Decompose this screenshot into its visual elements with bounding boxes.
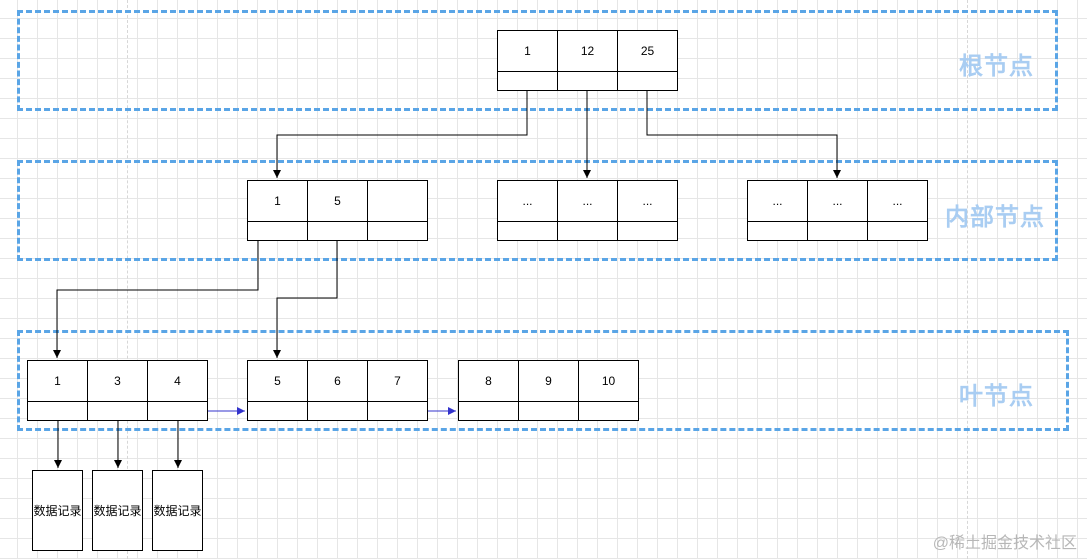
key-cell: 10 [601, 374, 616, 388]
pointer-cell [498, 221, 558, 240]
pointer-cell [748, 221, 808, 240]
pointer-cell [558, 71, 618, 90]
pointer-cell [148, 401, 207, 420]
key-cell: ... [498, 181, 558, 221]
pointer-cell [618, 71, 677, 90]
key-cell: ... [642, 194, 653, 208]
key-cell: 4 [174, 374, 181, 388]
leaf-node-2[interactable]: 5 6 7 [247, 360, 428, 421]
leaf-level-label: 叶节点 [959, 382, 1034, 410]
leaf-node-3[interactable]: 8 9 10 [458, 360, 639, 421]
pointer-cell [308, 221, 368, 240]
key-cell: 5 [248, 361, 308, 401]
key-cell: 12 [558, 31, 618, 71]
data-record-1[interactable]: 数据记录 [32, 470, 83, 551]
pointer-cell [618, 221, 677, 240]
internal-node-2[interactable]: ... ... ... [497, 180, 678, 241]
pointer-cell [308, 401, 368, 420]
watermark: @稀土掘金技术社区 [932, 535, 1077, 552]
root-node[interactable]: 1 12 25 [497, 30, 678, 91]
key-cell: ... [558, 181, 618, 221]
pointer-cell [368, 401, 427, 420]
internal-level-label: 内部节点 [945, 203, 1045, 231]
key-cell: 1 [28, 361, 88, 401]
pointer-cell [498, 71, 558, 90]
key-cell: 3 [88, 361, 148, 401]
internal-level-group [17, 160, 1058, 261]
key-cell: 9 [519, 361, 579, 401]
pointer-cell [808, 221, 868, 240]
pointer-cell [519, 401, 579, 420]
data-record-3[interactable]: 数据记录 [152, 470, 203, 551]
leaf-node-1[interactable]: 1 3 4 [27, 360, 208, 421]
key-cell: ... [808, 181, 868, 221]
key-cell: 1 [498, 31, 558, 71]
root-level-group [17, 10, 1058, 111]
key-cell: 7 [394, 374, 401, 388]
pointer-cell [248, 221, 308, 240]
pointer-cell [558, 221, 618, 240]
pointer-cell [88, 401, 148, 420]
internal-node-1[interactable]: 1 5 [247, 180, 428, 241]
root-level-label: 根节点 [959, 52, 1034, 80]
pointer-cell [28, 401, 88, 420]
pointer-cell [368, 221, 427, 240]
pointer-cell [459, 401, 519, 420]
key-cell: 8 [459, 361, 519, 401]
key-cell: ... [892, 194, 903, 208]
key-cell [368, 181, 427, 221]
pointer-cell [579, 401, 638, 420]
key-cell: 1 [248, 181, 308, 221]
guide-line [967, 0, 968, 559]
leaf-level-group [17, 330, 1069, 431]
data-record-2[interactable]: 数据记录 [92, 470, 143, 551]
key-cell: 25 [640, 44, 655, 58]
internal-node-3[interactable]: ... ... ... [747, 180, 928, 241]
pointer-cell [248, 401, 308, 420]
pointer-cell [868, 221, 927, 240]
key-cell: 5 [308, 181, 368, 221]
key-cell: 6 [308, 361, 368, 401]
key-cell: ... [748, 181, 808, 221]
